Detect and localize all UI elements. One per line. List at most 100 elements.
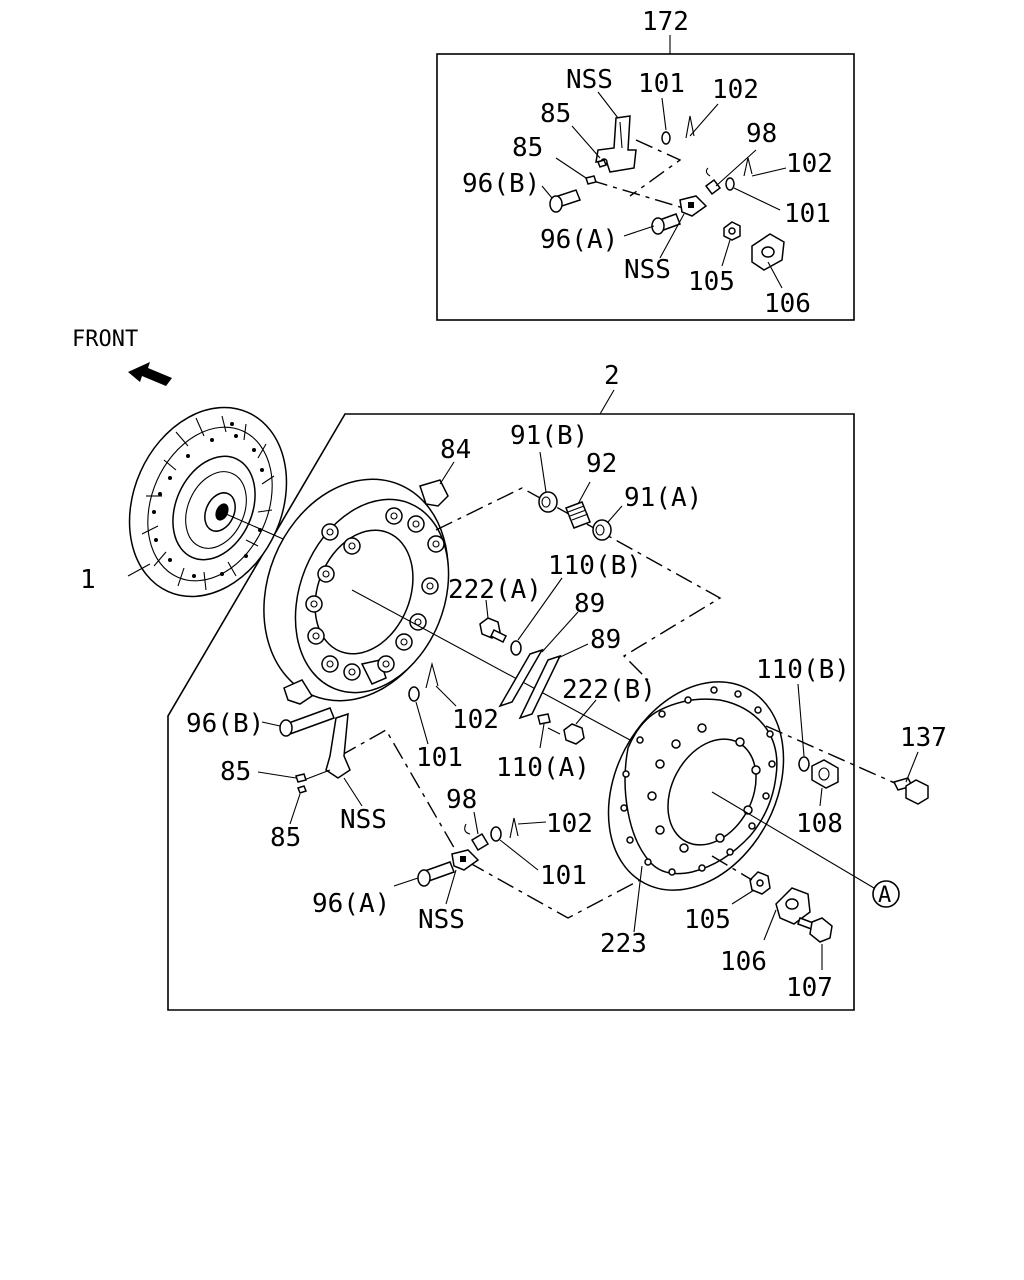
strap-89: 89 89 bbox=[498, 589, 621, 720]
inset-label-106: 106 bbox=[764, 289, 811, 319]
inset-label-102b: 102 bbox=[786, 149, 833, 179]
label-101-lower: 101 bbox=[540, 861, 587, 891]
inset-plate-106 bbox=[751, 233, 785, 271]
inset-label-105: 105 bbox=[688, 267, 735, 297]
label-96b: 96(B) bbox=[186, 709, 264, 739]
label-222a: 222(A) bbox=[448, 575, 542, 605]
label-110b-lower: 110(B) bbox=[756, 655, 850, 685]
inset-spring-102a bbox=[685, 115, 695, 139]
washer-101-main: 101 bbox=[408, 686, 463, 773]
inset-washer-101a bbox=[661, 131, 671, 145]
clip-98: 98 bbox=[446, 785, 490, 852]
label-85-upper: 85 bbox=[220, 757, 251, 787]
bolt-96b: 96(B) bbox=[186, 707, 335, 739]
label-98: 98 bbox=[446, 785, 477, 815]
label-223: 223 bbox=[600, 929, 647, 959]
inset-label-98: 98 bbox=[746, 119, 777, 149]
inset-assembly-172: 172 bbox=[436, 7, 855, 321]
inset-label-96b: 96(B) bbox=[462, 169, 540, 199]
inset-pin-85b bbox=[597, 159, 607, 168]
bolt-222b: 222(B) bbox=[547, 675, 656, 745]
inset-nss-block bbox=[679, 195, 708, 217]
spring-102-lower: 102 bbox=[509, 809, 593, 839]
label-2: 2 bbox=[604, 361, 620, 391]
dash-to-105 bbox=[711, 855, 753, 881]
inset-clip-98 bbox=[704, 178, 722, 196]
center-axis-right bbox=[711, 791, 875, 889]
bolt-137: 137 bbox=[892, 723, 947, 805]
spring-seat-91b bbox=[538, 491, 558, 513]
label-108: 108 bbox=[796, 809, 843, 839]
main-frame bbox=[167, 413, 855, 1011]
label-nss-lower: NSS bbox=[418, 905, 465, 935]
label-106: 106 bbox=[720, 947, 767, 977]
label-89-b: 89 bbox=[590, 625, 621, 655]
washer-110a: 110(A) bbox=[496, 713, 590, 783]
label-85-lower: 85 bbox=[270, 823, 301, 853]
inset-shift-fork bbox=[595, 115, 637, 173]
label-102-main: 102 bbox=[452, 705, 499, 735]
label-107: 107 bbox=[786, 973, 833, 1003]
label-172: 172 bbox=[642, 7, 689, 37]
inset-spring-102b bbox=[743, 157, 753, 177]
washer-110b-lower: 110(B) bbox=[756, 655, 850, 772]
label-92: 92 bbox=[586, 449, 617, 479]
label-96a: 96(A) bbox=[312, 889, 390, 919]
dash-nss-link bbox=[467, 861, 641, 919]
front-label: FRONT bbox=[72, 327, 138, 352]
nut-105: 105 bbox=[684, 871, 771, 935]
inset-frame bbox=[436, 53, 855, 321]
spring-set: 91(B) 92 91(A) bbox=[435, 421, 722, 681]
label-110b-upper: 110(B) bbox=[548, 551, 642, 581]
inset-label-nss-bottom: NSS bbox=[624, 255, 671, 285]
label-137: 137 bbox=[900, 723, 947, 753]
label-89-a: 89 bbox=[574, 589, 605, 619]
inset-label-101b: 101 bbox=[784, 199, 831, 229]
main-assembly-2: 2 bbox=[167, 361, 855, 1011]
clutch-cover: 84 bbox=[263, 435, 471, 705]
inset-washer-101b bbox=[725, 177, 735, 191]
plate-106: 106 bbox=[720, 887, 811, 977]
bushing-108: 108 bbox=[796, 759, 843, 839]
inset-bolt-96a bbox=[651, 213, 681, 235]
inset-label-85b: 85 bbox=[512, 133, 543, 163]
washer-101-lower: 101 bbox=[490, 826, 587, 891]
inset-label-101a: 101 bbox=[638, 69, 685, 99]
bolt-222a: 222(A) bbox=[448, 575, 542, 644]
reference-circle-a: A bbox=[872, 880, 900, 908]
inset-pin-85a bbox=[585, 175, 597, 185]
front-arrow-icon bbox=[128, 362, 172, 386]
shift-fork bbox=[303, 712, 351, 781]
dash-to-137 bbox=[765, 725, 907, 789]
label-110a: 110(A) bbox=[496, 753, 590, 783]
label-101-main: 101 bbox=[416, 743, 463, 773]
inset-nut-105 bbox=[723, 221, 741, 241]
label-105: 105 bbox=[684, 905, 731, 935]
label-nss-fork: NSS bbox=[340, 805, 387, 835]
center-axis-left bbox=[225, 513, 291, 543]
inset-label-nss-top: NSS bbox=[566, 65, 613, 95]
clutch-disc: 1 bbox=[80, 406, 288, 598]
label-91b: 91(B) bbox=[510, 421, 588, 451]
pressure-plate: 223 bbox=[600, 681, 785, 959]
label-1: 1 bbox=[80, 565, 96, 595]
washer-110b-upper: 110(B) bbox=[510, 551, 642, 656]
label-84: 84 bbox=[440, 435, 471, 465]
bolt-107: 107 bbox=[786, 917, 833, 1003]
inset-label-96a: 96(A) bbox=[540, 225, 618, 255]
front-indicator: FRONT bbox=[72, 327, 172, 386]
inset-label-85a: 85 bbox=[540, 99, 571, 129]
spring-92 bbox=[565, 501, 591, 529]
label-102-lower: 102 bbox=[546, 809, 593, 839]
inset-bolt-96b bbox=[549, 189, 581, 213]
label-222b: 222(B) bbox=[562, 675, 656, 705]
dash-fork-link bbox=[339, 729, 461, 859]
reference-circle-a-label: A bbox=[878, 883, 891, 908]
bolt-96a: 96(A) bbox=[312, 861, 455, 919]
label-91a: 91(A) bbox=[624, 483, 702, 513]
inset-label-102a: 102 bbox=[712, 75, 759, 105]
spring-seat-91a bbox=[592, 519, 612, 541]
nss-block-lower: NSS bbox=[418, 849, 480, 935]
spring-102-main: 102 bbox=[425, 661, 499, 735]
